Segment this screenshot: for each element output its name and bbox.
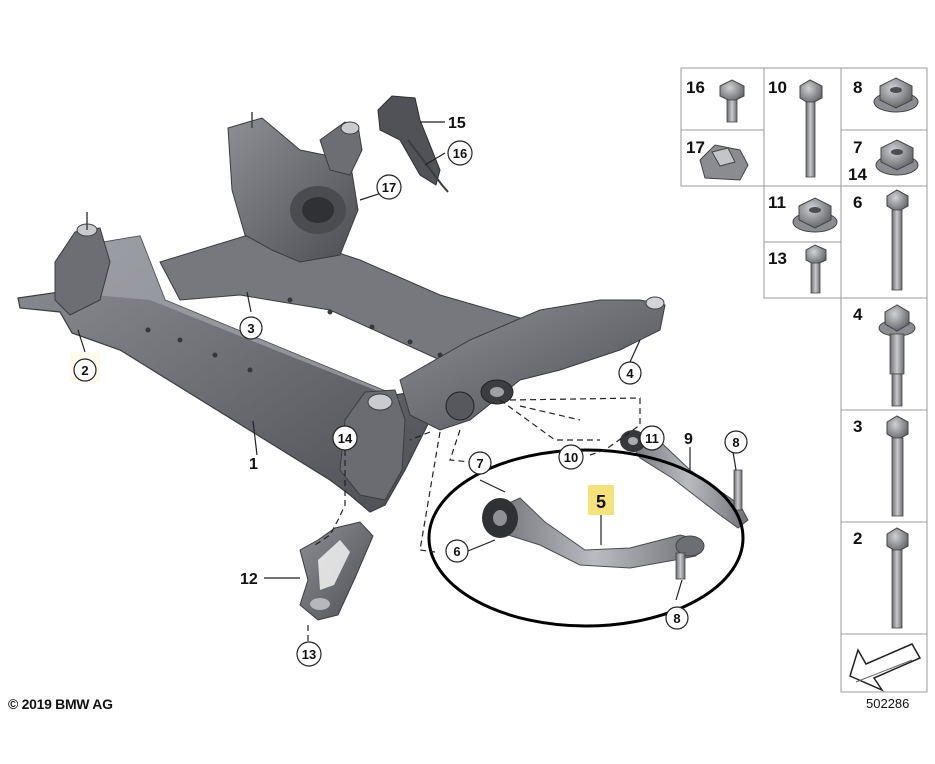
- bolt-4: [878, 304, 916, 407]
- bolt-2: [886, 527, 909, 629]
- parts-table: 16 10 8 17 7 14 11 6 13 4 3 2: [680, 67, 928, 693]
- svg-text:10: 10: [564, 450, 578, 465]
- front-subframe: [17, 112, 666, 513]
- callout-1: 1: [249, 456, 258, 473]
- svg-text:5: 5: [596, 492, 606, 512]
- wishbone-arm-9: [627, 431, 749, 529]
- table-label-13: 13: [768, 249, 787, 268]
- table-label-17: 17: [686, 138, 705, 157]
- table-label-8: 8: [853, 78, 862, 97]
- callout-12: 12: [240, 571, 258, 588]
- callout-6: 6: [445, 539, 469, 563]
- bracket-12: [299, 521, 374, 621]
- svg-text:3: 3: [247, 321, 254, 336]
- callout-8-top: 8: [724, 430, 748, 454]
- callout-16: 16: [447, 140, 473, 166]
- clip-17: [699, 144, 749, 181]
- svg-text:8: 8: [673, 611, 680, 626]
- callout-11: 11: [639, 425, 665, 451]
- control-arm-group: [427, 430, 749, 628]
- callout-7: 7: [468, 451, 492, 475]
- table-label-14: 14: [848, 165, 867, 184]
- bolt-10: [799, 79, 823, 178]
- callout-labels: 1 2 3 4 6 7 8 8: [70, 115, 748, 667]
- flange-nut-8: [873, 77, 919, 113]
- table-label-6: 6: [853, 193, 862, 212]
- callout-9: 9: [684, 431, 693, 448]
- svg-text:6: 6: [453, 544, 460, 559]
- svg-text:13: 13: [302, 647, 316, 662]
- table-label-11: 11: [768, 193, 786, 212]
- table-label-16: 16: [686, 78, 705, 97]
- direction-arrow-icon: [849, 643, 922, 692]
- callout-14: 14: [332, 425, 358, 451]
- bolt-6: [886, 189, 909, 291]
- svg-text:14: 14: [338, 431, 353, 446]
- table-label-3: 3: [853, 417, 862, 436]
- svg-text:8: 8: [732, 435, 739, 450]
- bolt-3: [886, 415, 909, 517]
- svg-text:16: 16: [453, 146, 467, 161]
- front-knuckle-mount: [339, 389, 406, 501]
- callout-3: 3: [239, 316, 263, 340]
- callout-15: 15: [448, 115, 466, 132]
- bracket-15: [377, 95, 449, 193]
- flange-nut-7-14: [875, 139, 919, 176]
- dashed-lines: [307, 397, 641, 645]
- svg-text:4: 4: [626, 366, 634, 381]
- callout-13: 13: [296, 641, 322, 667]
- callout-10: 10: [558, 444, 584, 470]
- callout-17: 17: [376, 174, 402, 200]
- figure-number: 502286: [866, 696, 910, 711]
- bolt-16: [719, 79, 745, 123]
- highlight-ellipse: [427, 448, 745, 628]
- svg-text:2: 2: [81, 363, 88, 378]
- table-label-2: 2: [853, 529, 862, 548]
- upper-right-mount: [319, 121, 363, 176]
- callout-5: 5: [588, 485, 614, 515]
- left-member-top-face: [60, 236, 400, 400]
- svg-text:7: 7: [476, 456, 483, 471]
- table-label-4: 4: [853, 305, 863, 324]
- bolt-13: [805, 244, 827, 294]
- flange-nut-11: [792, 197, 838, 233]
- svg-text:17: 17: [382, 180, 396, 195]
- table-label-10: 10: [768, 78, 787, 97]
- copyright-notice: © 2019 BMW AG: [8, 696, 113, 712]
- table-label-7: 7: [853, 138, 862, 157]
- callout-4: 4: [618, 361, 642, 385]
- callout-2: 2: [70, 352, 100, 382]
- svg-text:11: 11: [645, 431, 659, 446]
- callout-8-bottom: 8: [665, 606, 689, 630]
